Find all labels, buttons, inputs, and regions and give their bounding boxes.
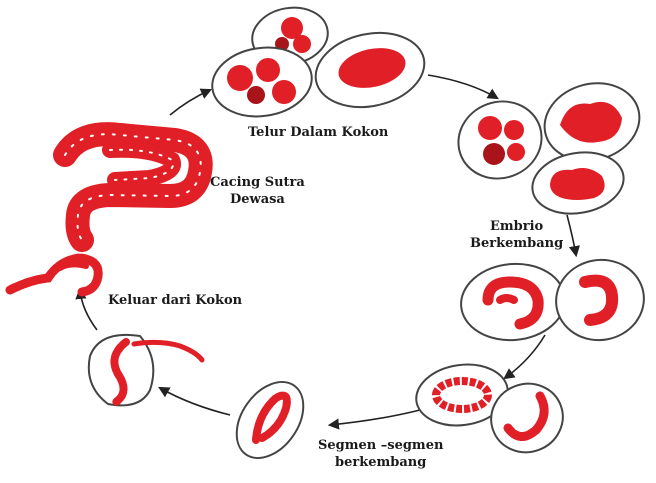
label-adult-worm: Cacing Sutra Dewasa [210,174,305,208]
label-segments-developing: Segmen –segmen berkembang [318,437,443,471]
embryo-cocoons [448,73,649,221]
arrow-segments-left [330,410,420,425]
label-embryo-developing: Embrio Berkembang [470,218,563,252]
label-leave-cocoon: Keluar dari Kokon [108,292,242,309]
label-line: Berkembang [470,235,563,252]
arrow-embryo-down [567,215,576,255]
label-line: Embrio [470,218,563,235]
arrow-adult-to-egg [170,90,210,115]
label-line: Keluar dari Kokon [108,293,242,308]
young-worm [10,258,98,292]
arrow-to-segments [505,335,545,378]
cocoon [550,253,651,347]
label-line: berkembang [318,454,443,471]
label-line: Segmen –segmen [318,437,443,454]
cocoon [527,145,628,220]
label-egg-in-cocoon: Telur Dalam Kokon [248,124,388,141]
late-segment-cocoon [223,370,317,471]
adult-worm [65,134,201,240]
arrow-egg-to-embryo [428,75,497,98]
arrow-to-hatch [160,388,230,415]
hatching-cocoon [89,335,202,406]
egg-cocoons [208,2,432,123]
cocoon [458,260,568,345]
label-line: Cacing Sutra [210,174,305,191]
label-line: Dewasa [210,191,305,208]
curled-embryo-cocoons [458,253,650,347]
label-line: Telur Dalam Kokon [248,125,388,140]
